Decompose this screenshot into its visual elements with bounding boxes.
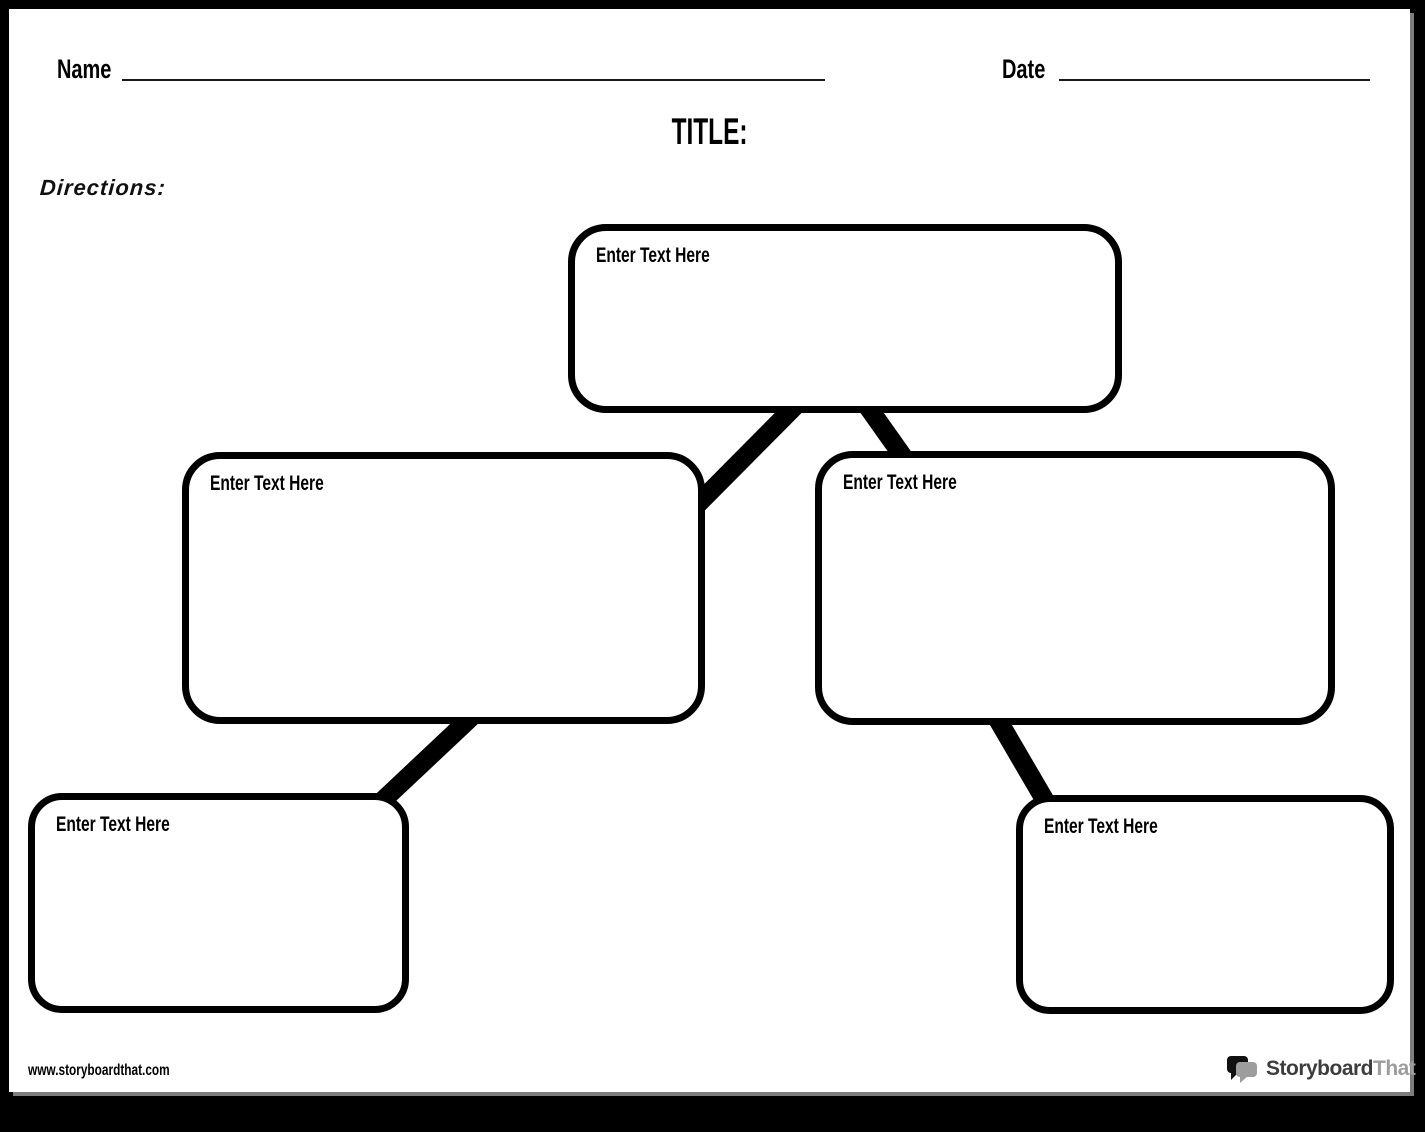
text-box-branch-right[interactable]: Enter Text Here bbox=[815, 451, 1335, 725]
text-box-branch-left[interactable]: Enter Text Here bbox=[182, 452, 705, 724]
logo-wordmark-that: That bbox=[1373, 1057, 1416, 1080]
logo-wordmark-storyboard: Storyboard bbox=[1266, 1057, 1374, 1080]
footer-url: www.storyboardthat.com bbox=[28, 1062, 170, 1079]
logo-wordmark: StoryboardThat bbox=[1266, 1057, 1416, 1081]
name-write-line bbox=[122, 79, 825, 81]
text-box-placeholder: Enter Text Here bbox=[596, 244, 710, 267]
text-box-placeholder: Enter Text Here bbox=[210, 472, 324, 495]
text-box-root[interactable]: Enter Text Here bbox=[568, 224, 1122, 413]
speech-bubbles-icon bbox=[1227, 1056, 1257, 1083]
name-label: Name bbox=[57, 54, 112, 84]
text-box-leaf-left[interactable]: Enter Text Here bbox=[28, 793, 409, 1013]
date-write-line bbox=[1059, 79, 1370, 81]
storyboardthat-logo: StoryboardThat bbox=[1226, 1050, 1416, 1088]
page-title: TITLE: bbox=[0, 111, 1419, 153]
directions-label: Directions: bbox=[39, 175, 167, 200]
date-label: Date bbox=[1002, 54, 1046, 84]
text-box-placeholder: Enter Text Here bbox=[56, 813, 170, 836]
page-title-text: TITLE: bbox=[671, 111, 748, 152]
text-box-leaf-right[interactable]: Enter Text Here bbox=[1016, 795, 1394, 1014]
text-box-placeholder: Enter Text Here bbox=[1044, 815, 1158, 838]
text-box-placeholder: Enter Text Here bbox=[843, 471, 957, 494]
